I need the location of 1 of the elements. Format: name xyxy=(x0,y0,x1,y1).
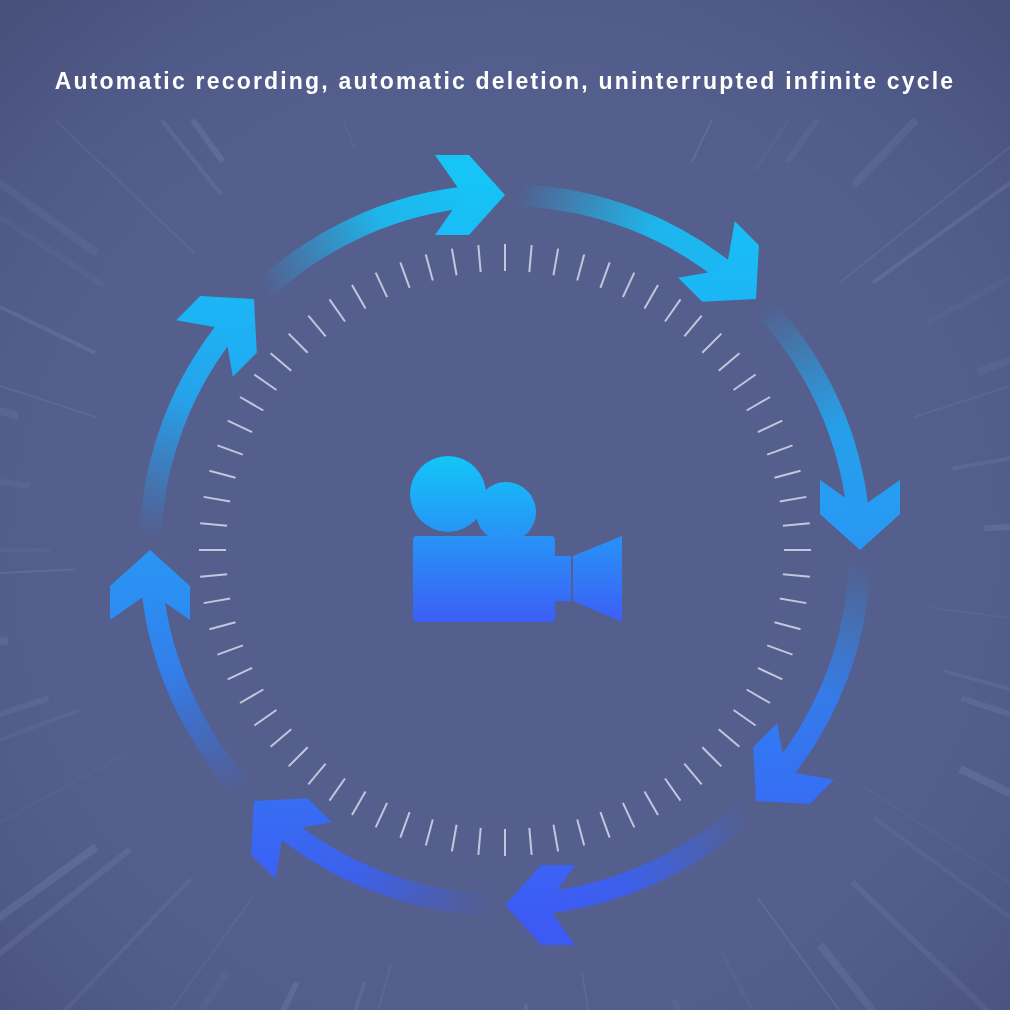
title: Automatic recording, automatic deletion, uninterrupted infinite cycle xyxy=(54,67,956,96)
